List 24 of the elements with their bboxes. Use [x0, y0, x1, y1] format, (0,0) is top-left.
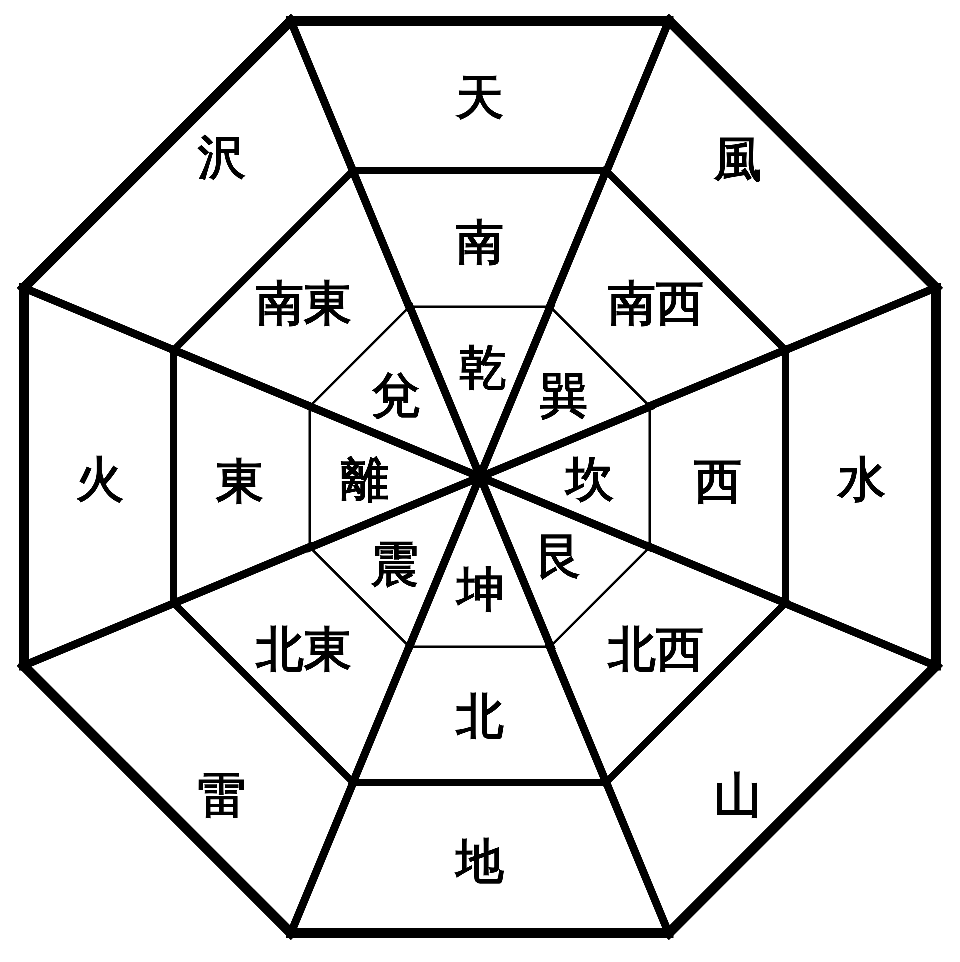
element-label: 火: [76, 456, 124, 504]
element-label: 山: [714, 772, 762, 820]
trigram-label: 乾: [458, 344, 507, 392]
element-label: 水: [838, 456, 886, 504]
element-label: 風: [714, 136, 762, 184]
trigram-label: 離: [341, 456, 389, 504]
direction-label: 北: [456, 693, 504, 741]
trigram-label: 坎: [566, 456, 614, 504]
element-label: 沢: [198, 134, 246, 182]
trigram-label: 巽: [540, 372, 588, 420]
element-label: 地: [456, 838, 504, 886]
direction-label: 南東: [256, 280, 352, 328]
direction-label: 北西: [608, 626, 704, 674]
trigram-label: 震: [371, 541, 419, 589]
direction-label: 東: [216, 458, 264, 506]
trigram-label: 兌: [372, 372, 420, 420]
direction-label: 南西: [608, 280, 704, 328]
trigram-label: 坤: [456, 566, 505, 614]
direction-label: 西: [694, 458, 742, 506]
trigram-label: 艮: [536, 533, 584, 581]
element-label: 雷: [198, 772, 246, 820]
direction-label: 南: [456, 219, 504, 267]
element-label: 天: [456, 74, 504, 122]
direction-label: 北東: [256, 626, 352, 674]
